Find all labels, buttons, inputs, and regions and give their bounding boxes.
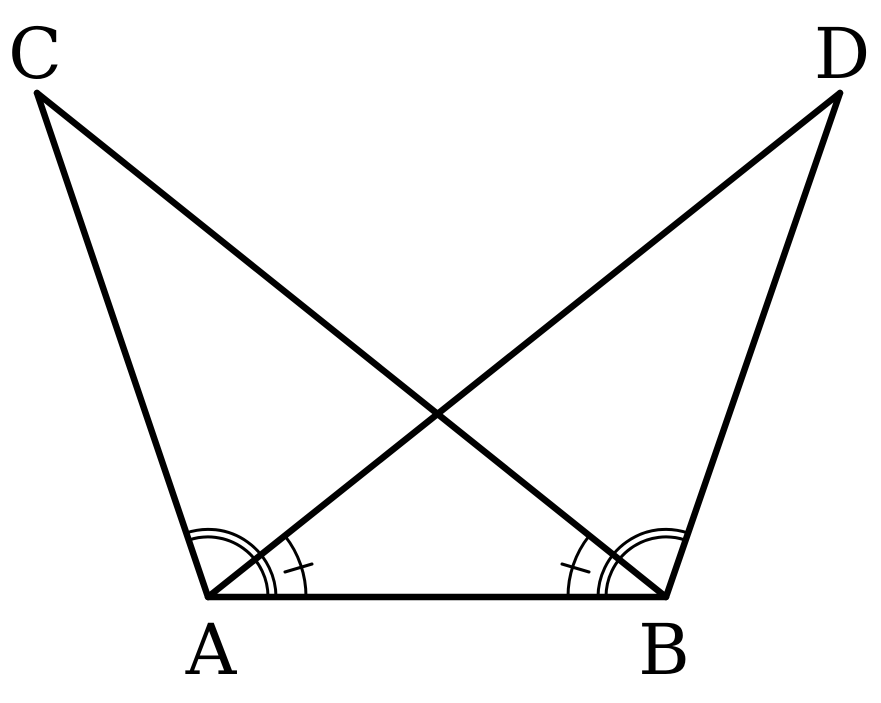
- point-label-b: B: [638, 609, 689, 691]
- angle-arc-dba-outer: [596, 527, 690, 599]
- point-label-d: D: [814, 13, 870, 95]
- segments: [33, 89, 844, 601]
- angle-tick-dab: [283, 562, 314, 574]
- angle-tick-cba: [560, 562, 591, 574]
- angle-arc-cab-inner: [187, 535, 270, 599]
- angle-arc-dab: [283, 534, 308, 599]
- segment-ad: [204, 89, 844, 601]
- angle-marks: [184, 527, 690, 599]
- point-label-a: A: [185, 609, 238, 691]
- angle-arc-cab-outer: [184, 527, 278, 599]
- angle-arc-cba: [566, 534, 591, 599]
- segment-bc: [33, 89, 670, 601]
- angle-arc-dba-inner: [604, 535, 687, 599]
- segment-ac: [33, 89, 212, 601]
- point-label-c: C: [8, 13, 62, 95]
- segment-bd: [662, 89, 844, 601]
